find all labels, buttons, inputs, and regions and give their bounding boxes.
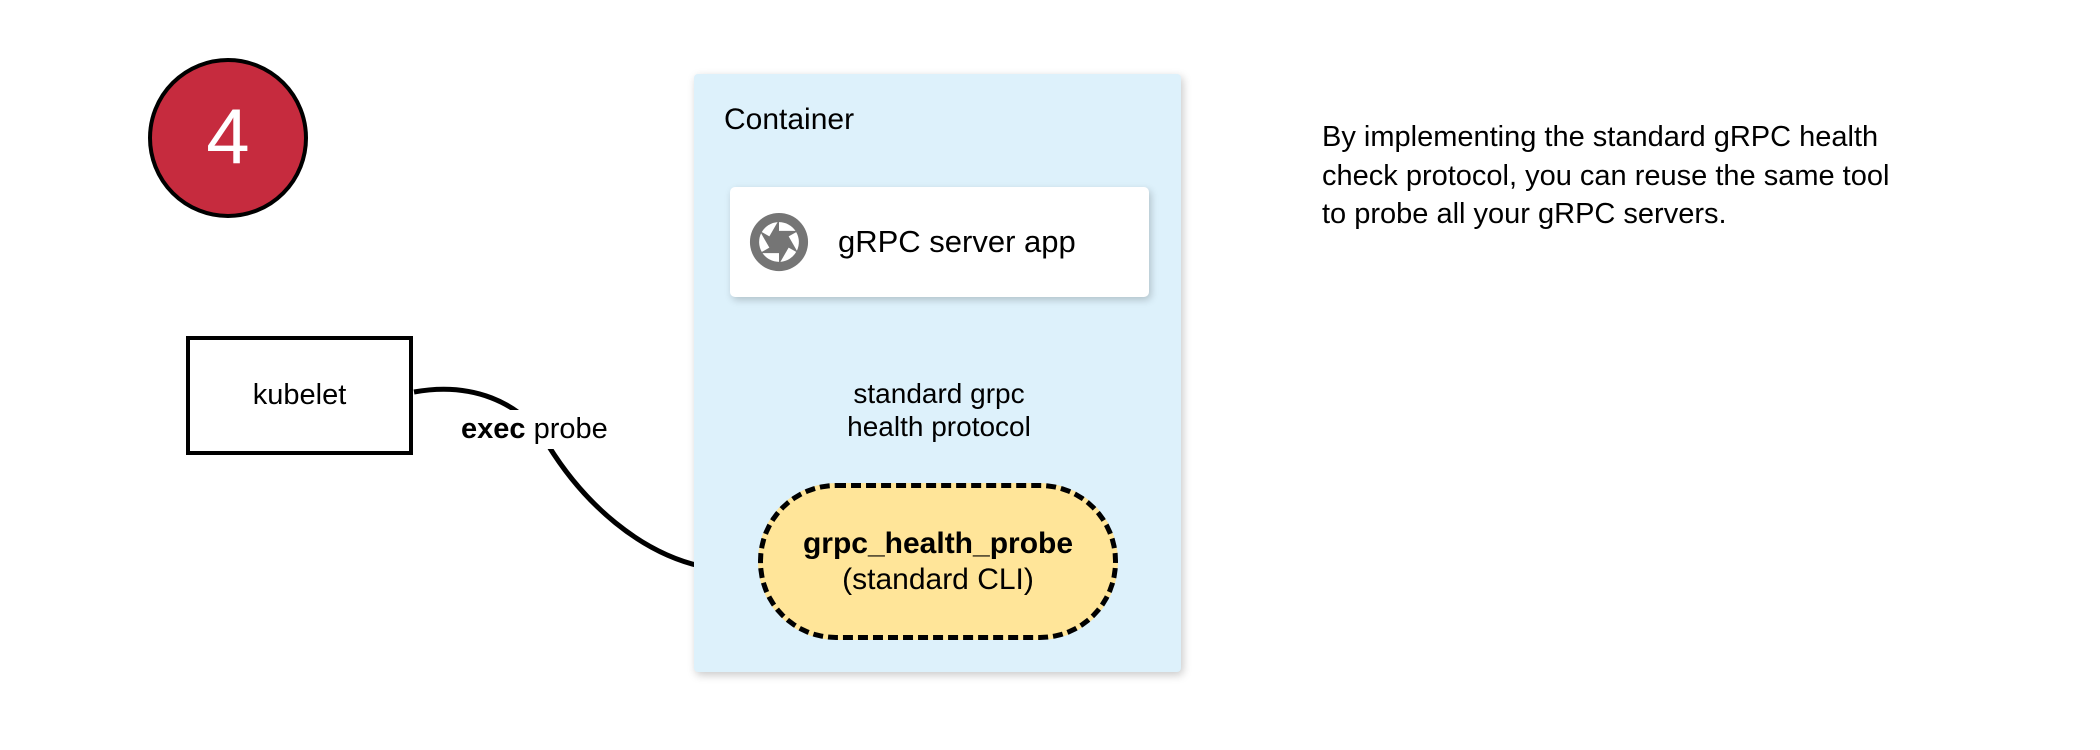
probe-name-label: grpc_health_probe [802,527,1074,561]
protocol-edge-label: standard grpc health protocol [829,378,1049,444]
step-number-text: 4 [206,92,250,180]
exec-probe-edge-label-bold: exec [461,413,526,445]
protocol-edge-label-line1: standard grpc [853,378,1025,409]
grpc-health-probe-node: grpc_health_probe (standard CLI) [758,483,1118,640]
protocol-edge-label-line2: health protocol [847,410,1031,442]
grpc-server-app-label: gRPC server app [838,224,1076,260]
exec-probe-edge-label: exec probe [455,410,614,449]
grpc-aperture-icon [748,211,810,273]
explanation-note: By implementing the standard gRPC health… [1322,121,1890,231]
kubelet-node: kubelet [186,336,413,455]
grpc-server-app-card: gRPC server app [730,187,1149,297]
step-number-badge: 4 [148,58,308,218]
exec-probe-edge-label-rest: probe [525,413,608,445]
probe-subtitle-label: (standard CLI) [842,562,1034,596]
kubelet-label: kubelet [252,379,347,412]
container-title: Container [724,103,855,136]
